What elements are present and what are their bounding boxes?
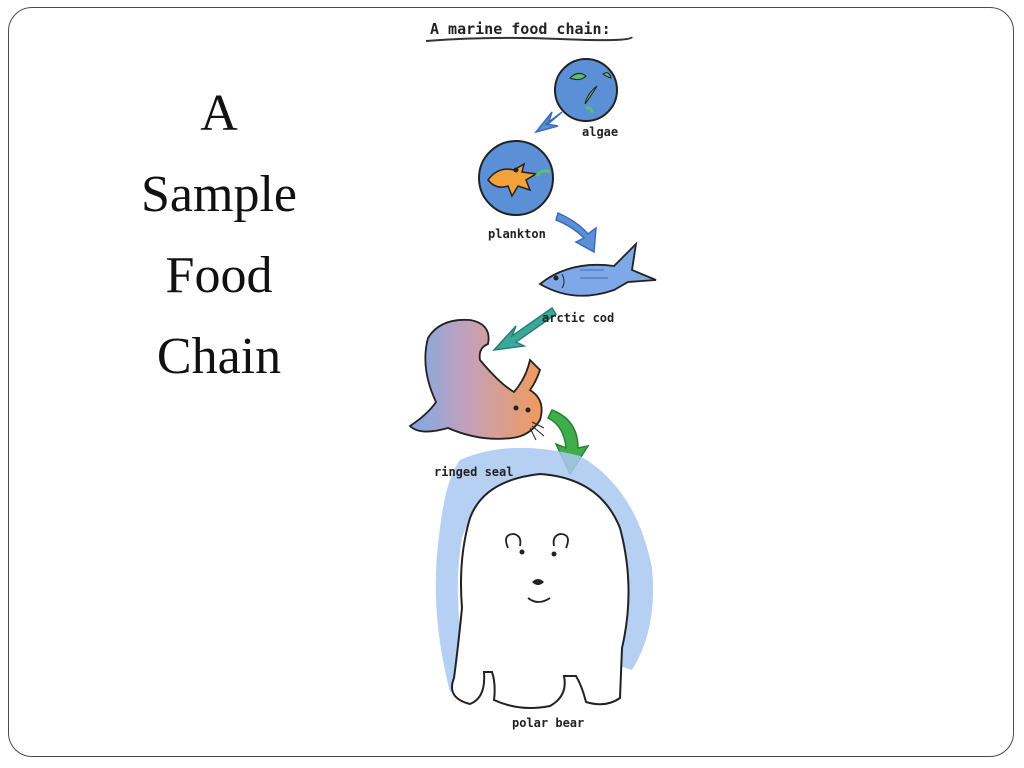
- plankton-icon: [478, 140, 554, 216]
- arrow-plankton-to-cod: [555, 211, 597, 254]
- label-arctic-cod: arctic cod: [542, 311, 615, 325]
- ringed-seal-icon: [408, 318, 545, 441]
- title-line-4: Chain: [156, 328, 282, 385]
- polar-bear-icon: [435, 447, 654, 709]
- label-algae: algae: [582, 125, 619, 139]
- heading-underline: [425, 36, 633, 42]
- title-line-1: A: [200, 85, 238, 142]
- title-line-3: Food: [165, 247, 273, 304]
- algae-icon: [554, 58, 618, 122]
- label-plankton: plankton: [488, 227, 546, 241]
- arrow-cod-to-seal: [492, 306, 558, 352]
- label-polar-bear: polar bear: [512, 716, 585, 730]
- label-ringed-seal: ringed seal: [434, 465, 514, 479]
- food-chain-heading: A marine food chain:: [430, 20, 611, 38]
- food-chain-drawing: [408, 36, 657, 709]
- arctic-cod-icon: [538, 241, 657, 297]
- title-line-2: Sample: [141, 166, 297, 223]
- slide-title: A Sample Food Chain: [109, 73, 329, 397]
- arrow-algae-to-plankton: [533, 111, 563, 134]
- food-chain-illustration: A marine food chain: algae plankton arct…: [400, 8, 660, 748]
